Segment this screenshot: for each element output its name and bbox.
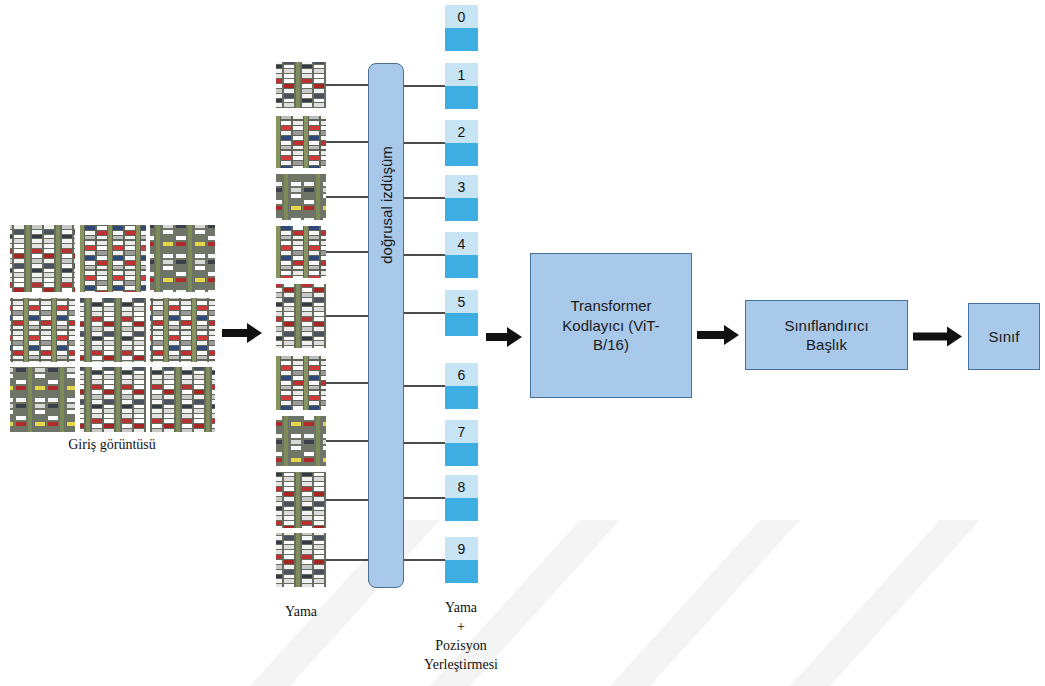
connector-line (404, 85, 445, 87)
token-top: 0 (445, 5, 478, 28)
connector-line (404, 497, 445, 499)
block-arrow (486, 327, 522, 347)
token-box: 5 (445, 290, 478, 336)
token-embedding (445, 198, 478, 221)
token-top: 5 (445, 290, 478, 313)
token-box: 9 (445, 537, 478, 583)
token-top: 8 (445, 475, 478, 498)
token-index: 9 (458, 541, 466, 557)
token-embedding (445, 313, 478, 336)
token-index: 8 (458, 479, 466, 495)
token-embedding (445, 86, 478, 109)
connector-line (404, 197, 445, 199)
token-top: 7 (445, 420, 478, 443)
token-embedding (445, 443, 478, 466)
token-box: 3 (445, 175, 478, 221)
box-label: Transformer Kodlayıcı (ViT-B/16) (555, 296, 667, 355)
token-index: 1 (458, 67, 466, 83)
token-index: 4 (458, 236, 466, 252)
token-box: 2 (445, 120, 478, 166)
token-embedding (445, 560, 478, 583)
class-box: Sınıf (968, 303, 1040, 370)
connector-line (404, 254, 445, 256)
token-box: 7 (445, 420, 478, 466)
connector-line (404, 442, 445, 444)
embedding-caption: Yama + Pozisyon Yerleştirmesi (406, 598, 516, 674)
encoder-box: Transformer Kodlayıcı (ViT-B/16) (530, 253, 692, 398)
token-top: 2 (445, 120, 478, 143)
token-index: 2 (458, 124, 466, 140)
token-embedding (445, 255, 478, 278)
token-embedding (445, 143, 478, 166)
token-box: 0 (445, 5, 478, 51)
block-arrow (913, 327, 962, 347)
token-top: 3 (445, 175, 478, 198)
watermark-stripes (250, 520, 980, 686)
projection-box: doğrusal izdüşüm (368, 63, 404, 588)
token-embedding (445, 386, 478, 409)
connector-line (404, 559, 445, 561)
token-index: 6 (458, 367, 466, 383)
token-top: 4 (445, 232, 478, 255)
token-box: 8 (445, 475, 478, 521)
box-label: Sınıflandırıcı Başlık (767, 316, 887, 355)
box-label: Sınıf (989, 327, 1020, 347)
block-arrow (222, 323, 262, 343)
token-index: 0 (458, 9, 466, 25)
token-top: 6 (445, 363, 478, 386)
token-embedding (445, 498, 478, 521)
patch-caption: Yama (285, 604, 317, 620)
connector-line (404, 142, 445, 144)
patch-images (276, 62, 326, 587)
token-box: 4 (445, 232, 478, 278)
token-index: 7 (458, 424, 466, 440)
block-arrow (697, 325, 739, 345)
classifier-head-box: Sınıflandırıcı Başlık (745, 300, 908, 370)
connector-line (404, 385, 445, 387)
token-embedding (445, 28, 478, 51)
image-caption: Giriş görüntüsü (68, 437, 156, 453)
connector-line (404, 312, 445, 314)
token-top: 1 (445, 63, 478, 86)
patch-lines (326, 85, 368, 560)
token-top: 9 (445, 537, 478, 560)
input-image (10, 225, 215, 432)
projection-label: doğrusal izdüşüm (378, 146, 395, 264)
token-box: 1 (445, 63, 478, 109)
token-index: 3 (458, 179, 466, 195)
token-index: 5 (458, 294, 466, 310)
token-box: 6 (445, 363, 478, 409)
